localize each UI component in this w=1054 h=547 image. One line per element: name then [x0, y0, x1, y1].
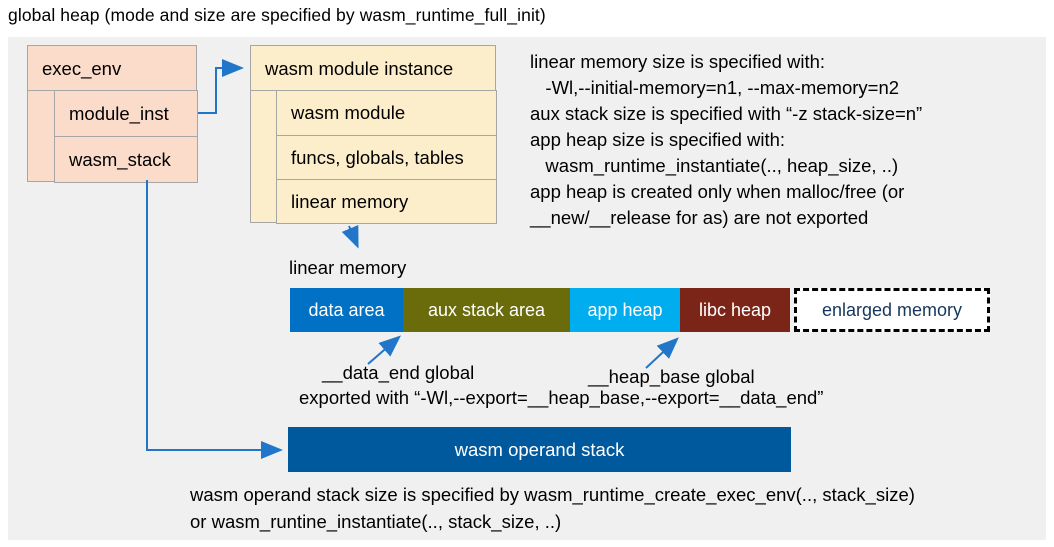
note-line: -Wl,--initial-memory=n1, --max-memory=n2 — [530, 77, 900, 98]
operand-stack-note-line-2: or wasm_runtine_instantiate(.., stack_si… — [190, 511, 562, 532]
exec-env-row-module-inst: module_inst — [54, 90, 198, 137]
segment-data-area: data area — [290, 288, 403, 332]
page-title: global heap (mode and size are specified… — [8, 5, 546, 25]
operand-stack-notes: wasm operand stack size is specified by … — [190, 481, 1050, 535]
wasm-operand-stack-bar: wasm operand stack — [288, 427, 791, 472]
linker-notes: linear memory size is specified with: -W… — [530, 49, 1045, 231]
note-line: __new/__release for as) are not exported — [530, 207, 869, 228]
export-note: exported with “-Wl,--export=__heap_base,… — [299, 387, 824, 408]
module-instance-box: wasm module instance wasm module funcs, … — [250, 45, 497, 224]
data-end-global-label: __data_end global — [322, 362, 475, 383]
exec-env-box: exec_env module_inst wasm_stack — [27, 45, 198, 183]
note-line: app heap is created only when malloc/fre… — [530, 181, 905, 202]
module-instance-row-funcs-globals-tables: funcs, globals, tables — [276, 135, 497, 180]
note-line: wasm_runtime_instantiate(.., heap_size, … — [530, 155, 899, 176]
exec-env-row-wasm-stack: wasm_stack — [54, 136, 198, 183]
note-line: linear memory size is specified with: — [530, 51, 826, 72]
segment-aux-stack-area: aux stack area — [403, 288, 570, 332]
module-instance-row-wasm-module: wasm module — [276, 90, 497, 136]
linear-memory-label: linear memory — [289, 257, 407, 278]
exec-env-title: exec_env — [28, 46, 196, 91]
operand-stack-note-line-1: wasm operand stack size is specified by … — [190, 484, 915, 505]
segment-enlarged-memory: enlarged memory — [794, 288, 990, 332]
module-instance-row-linear-memory: linear memory — [276, 179, 497, 224]
note-line: app heap size is specified with: — [530, 129, 786, 150]
module-instance-title: wasm module instance — [251, 46, 495, 91]
segment-libc-heap: libc heap — [680, 288, 790, 332]
note-line: aux stack size is specified with “-z sta… — [530, 103, 923, 124]
heap-base-global-label: __heap_base global — [588, 366, 755, 387]
segment-app-heap: app heap — [570, 288, 680, 332]
